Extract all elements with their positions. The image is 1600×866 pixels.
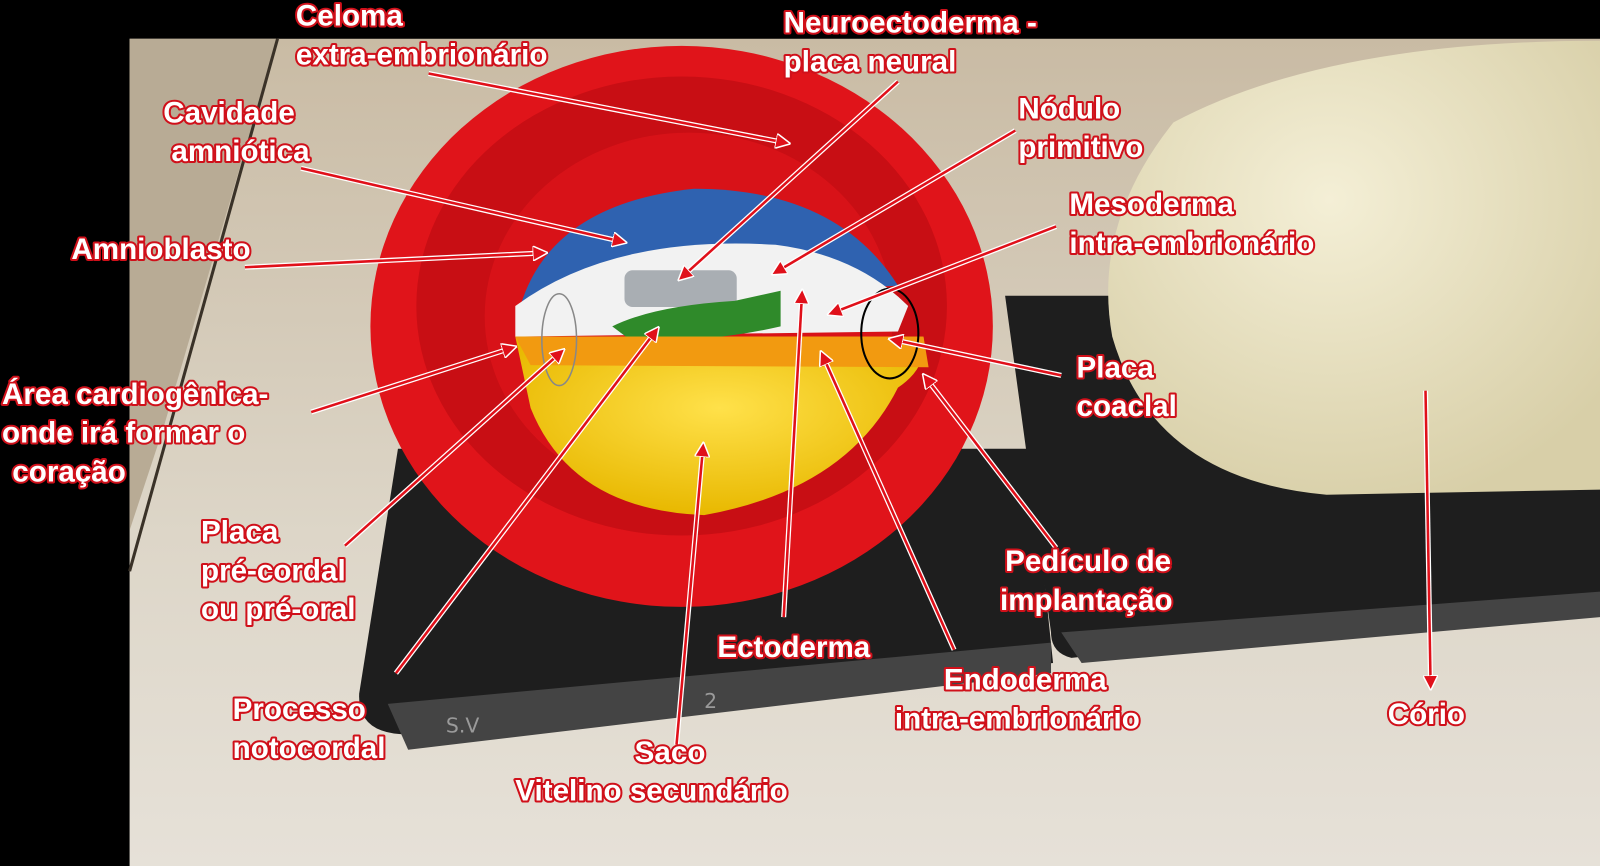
label-area-cardiogenica: Área cardiogênica- onde irá formar o cor… — [0, 375, 270, 491]
label-line: Nódulo — [1018, 92, 1120, 125]
label-line: Pedículo de — [1005, 545, 1171, 578]
arrow-pediculo — [926, 377, 1058, 549]
arrow-ectoderma — [782, 294, 802, 618]
label-placa-coaclal: Placa coaclal — [1074, 349, 1178, 425]
label-pediculo: Pedículo de implantação — [998, 543, 1175, 619]
label-line: placa neural — [784, 45, 957, 78]
label-line: Placa — [201, 516, 279, 549]
label-line: Placa — [1077, 351, 1155, 384]
photo: S.V 2 — [128, 38, 1600, 866]
arrow-neuroectoderma — [682, 80, 899, 278]
arrow-processo — [394, 330, 656, 674]
label-neuroectoderma: Neuroectoderma - placa neural — [782, 5, 1039, 81]
label-ectoderma: Ectoderma — [715, 629, 873, 666]
tile-wall — [129, 38, 278, 531]
arrows — [244, 70, 1431, 745]
chorion-model — [1108, 40, 1600, 495]
arrow-nodulo — [776, 129, 1016, 273]
label-line: Ectoderma — [717, 631, 870, 664]
arrow-mesoderma — [832, 225, 1057, 313]
stand-number: 2 — [704, 689, 717, 713]
arrow-endoderma — [822, 355, 956, 651]
label-line: Vitelino secundário — [515, 775, 787, 808]
label-line: pré-cordal — [201, 554, 346, 587]
label-line: coaclal — [1077, 390, 1177, 423]
label-saco-vitelino: Saco Vitelino secundário — [513, 734, 789, 810]
arrow-celoma — [428, 72, 786, 142]
label-line: Saco — [635, 736, 706, 769]
label-line: Endoderma — [944, 664, 1107, 697]
label-line: Área cardiogênica- — [2, 377, 268, 411]
label-line: intra-embrionário — [1069, 227, 1314, 260]
label-line: Celoma — [296, 0, 403, 32]
label-line: extra-embrionário — [296, 38, 548, 71]
arrow-corio — [1426, 390, 1431, 686]
label-nodulo-primitivo: Nódulo primitivo — [1016, 90, 1145, 166]
label-line: Amnioblasto — [71, 233, 250, 266]
label-line: intra-embrionário — [895, 702, 1140, 735]
label-corio: Cório — [1386, 696, 1467, 733]
arrow-saco — [675, 447, 704, 745]
label-endoderma: Endoderma intra-embrionário — [893, 662, 1142, 738]
label-line: onde irá formar o — [2, 417, 245, 450]
label-line: Cavidade — [163, 96, 295, 129]
label-line: Cório — [1388, 698, 1465, 731]
cardiogenic-area-circle — [541, 293, 578, 387]
label-processo-notocordal: Processo notocordal — [231, 691, 388, 767]
arrow-placa-precordal — [344, 352, 561, 547]
label-line: ou pré-oral — [201, 593, 356, 626]
arrow-placa-coaclal — [893, 340, 1062, 377]
label-line: Processo — [233, 693, 366, 726]
arrow-cavidade — [300, 167, 622, 241]
label-celoma: Celoma extra-embrionário — [294, 0, 550, 73]
label-line: implantação — [1000, 584, 1173, 617]
label-cavidade-amniotica: Cavidade amniótica — [161, 94, 312, 170]
label-line: Mesoderma — [1069, 188, 1234, 221]
label-line: primitivo — [1018, 131, 1143, 164]
label-amnioblasto: Amnioblasto — [69, 231, 252, 268]
labels: Celoma extra-embrionário Neuroectoderma … — [0, 0, 1467, 810]
arrow-amnioblasto — [244, 253, 543, 269]
label-line: Neuroectoderma - — [784, 7, 1037, 40]
label-placa-precordal: Placa pré-cordal ou pré-oral — [199, 514, 358, 629]
label-line: notocordal — [233, 732, 386, 765]
stand-code: S.V — [446, 713, 479, 737]
label-line: amniótica — [171, 135, 310, 168]
label-line: coração — [4, 455, 126, 488]
arrow-area — [310, 348, 512, 414]
label-mesoderma: Mesoderma intra-embrionário — [1067, 186, 1316, 262]
